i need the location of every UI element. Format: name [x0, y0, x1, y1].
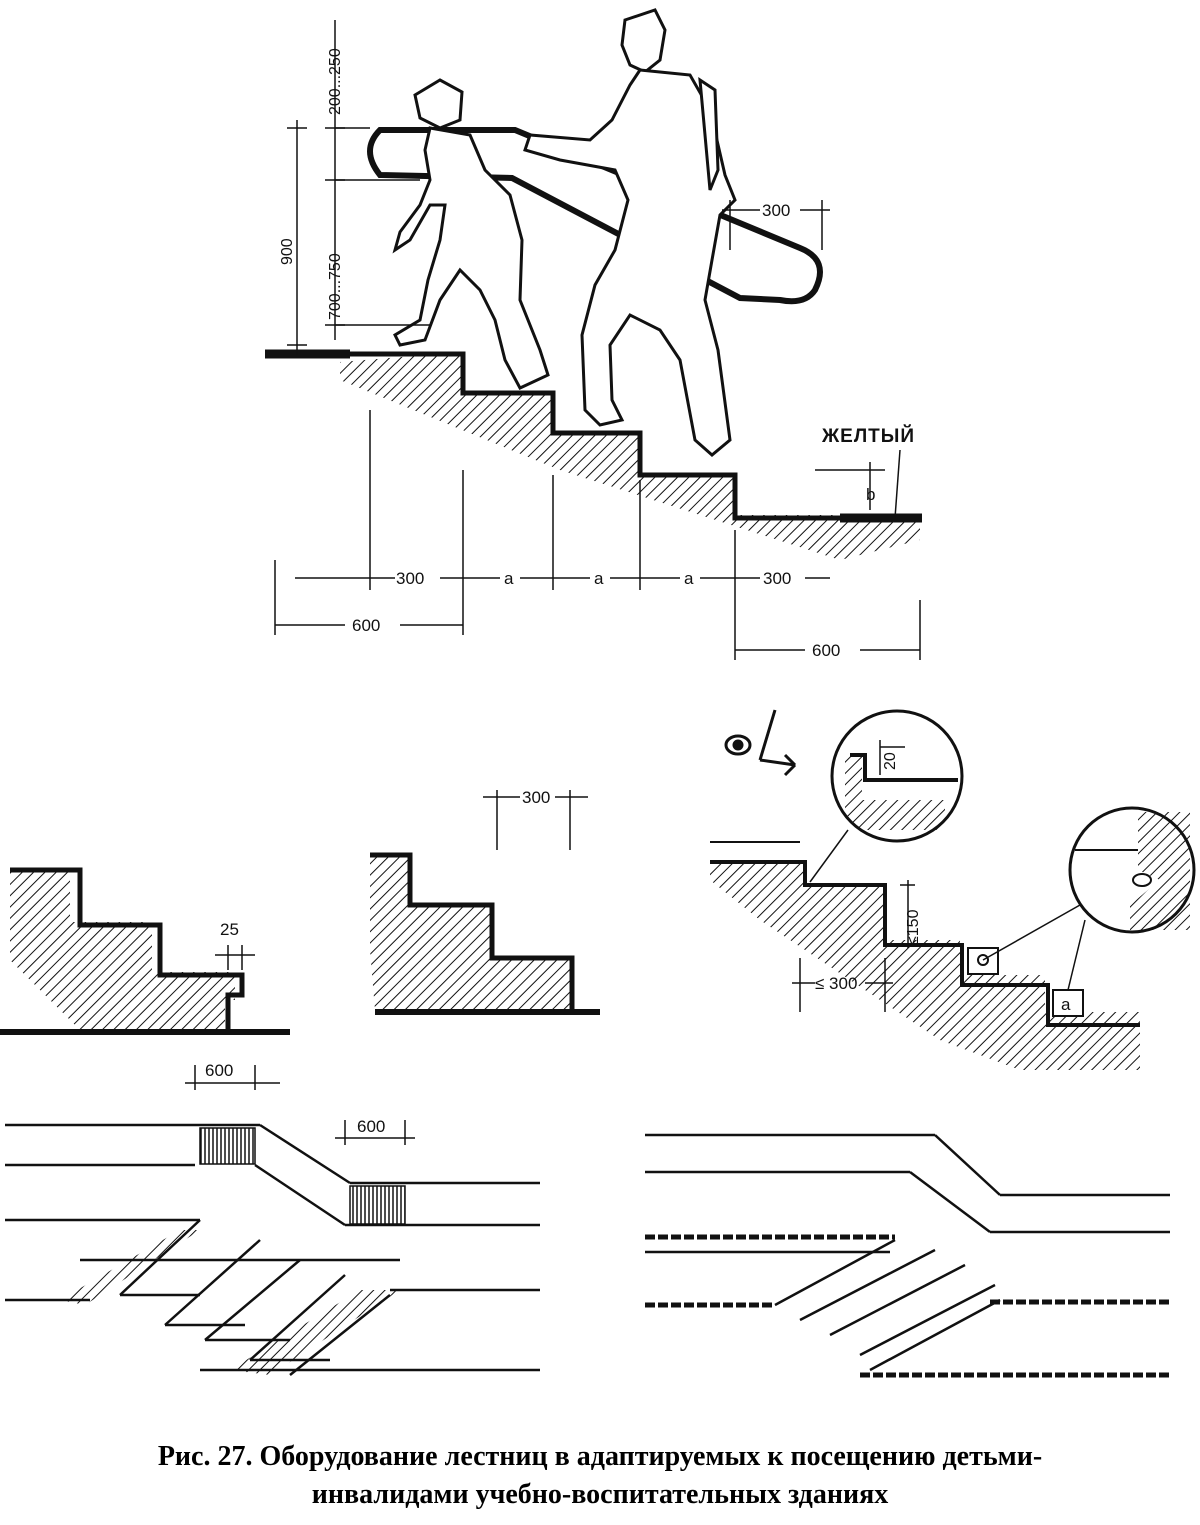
- dim-20: 20: [882, 752, 899, 770]
- dim-600-lower: 600: [357, 1117, 385, 1136]
- bottom-600-dimensions: [185, 1065, 415, 1145]
- yellow-leader: [894, 449, 901, 519]
- stair-tactile-detail: a 20 ≤150 ≤ 300: [710, 709, 1196, 1070]
- stair-plan-textured: [645, 1133, 1170, 1378]
- stair-profile-nosing: 25: [0, 867, 290, 1035]
- top-section-drawing: 900 700...750 200...250 300 ЖЕЛТЫЙ b: [265, 8, 922, 660]
- tread-dimensions: [274, 410, 921, 660]
- dim-300-handrail: 300: [762, 201, 790, 220]
- stair-plan-hatched: [5, 1123, 540, 1376]
- dim-300-solid: 300: [522, 788, 550, 807]
- label-yellow: ЖЕЛТЫЙ: [821, 425, 915, 447]
- dim-200-250: 200...250: [327, 48, 344, 115]
- label-a: a: [1061, 995, 1071, 1014]
- dim-25: 25: [220, 920, 239, 939]
- child-figure: [392, 78, 550, 390]
- top-stair-body: [340, 352, 920, 560]
- dim-600-right: 600: [812, 641, 840, 660]
- dim-700-750: 700...750: [327, 253, 344, 320]
- b-dimension: [815, 462, 885, 510]
- handrail: [367, 127, 823, 305]
- dim-300-right: 300: [763, 569, 791, 588]
- caption-line-2: инвалидами учебно-воспитательных зданиях: [311, 1479, 889, 1510]
- eye-icon: [724, 709, 797, 777]
- top-stair-outline: [265, 351, 922, 521]
- adult-figure: [523, 8, 737, 457]
- dim-600-left: 600: [352, 616, 380, 635]
- stair-profile-solid: 300: [370, 788, 600, 1015]
- dim-a-1: a: [504, 569, 514, 588]
- caption-line-1: Рис. 27. Оборудование лестниц в адаптиру…: [157, 1441, 1043, 1472]
- handrail-extension-dimension: [722, 200, 830, 250]
- dim-150: ≤150: [905, 909, 922, 945]
- dim-300-left: 300: [396, 569, 424, 588]
- dim-300-tread: ≤ 300: [815, 974, 857, 993]
- dim-a-2: a: [594, 569, 604, 588]
- dim-900: 900: [279, 238, 296, 265]
- figure-caption: Рис. 27. Оборудование лестниц в адаптиру…: [0, 1438, 1200, 1514]
- label-b: b: [866, 485, 875, 504]
- dim-600-upper: 600: [205, 1061, 233, 1080]
- height-dimensions: [287, 20, 430, 355]
- dim-a-3: a: [684, 569, 694, 588]
